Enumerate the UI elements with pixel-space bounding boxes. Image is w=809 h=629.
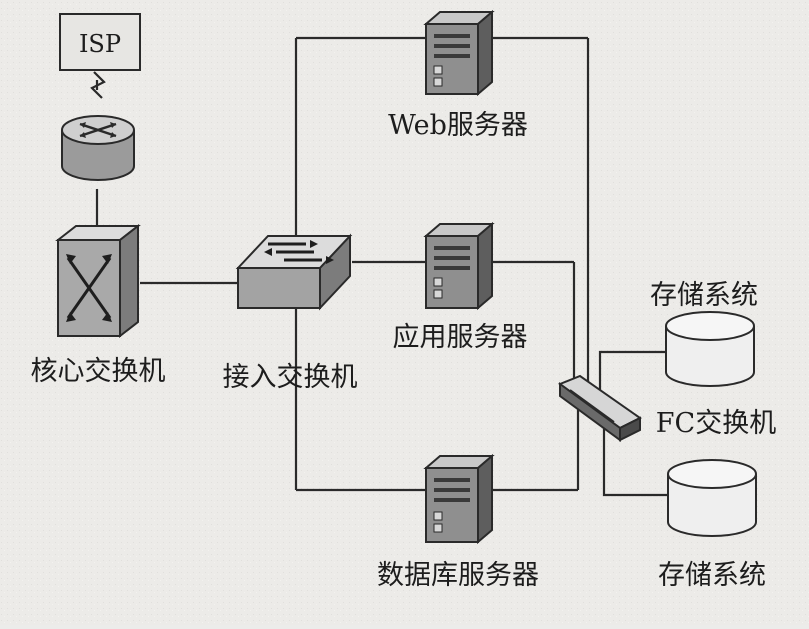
core-switch-icon <box>55 223 141 339</box>
app-server-icon <box>423 221 495 311</box>
storage-bottom-label: 存储系统 <box>658 560 766 591</box>
fc-to-storage-bottom-line <box>602 412 670 497</box>
fc-switch-icon <box>557 374 642 442</box>
storage-top-icon <box>665 311 755 387</box>
access-switch-label: 接入交换机 <box>223 362 358 393</box>
web-server-label: Web服务器 <box>388 110 528 141</box>
web-server-icon <box>423 9 495 97</box>
storage-top-label: 存储系统 <box>650 280 758 311</box>
wan-lightning-icon <box>90 71 106 99</box>
access-switch-icon <box>235 233 353 311</box>
fc-to-storage-top-line <box>598 350 667 392</box>
app-server-label: 应用服务器 <box>393 322 528 353</box>
db-server-label: 数据库服务器 <box>377 560 539 591</box>
isp-box: ISP <box>59 13 141 71</box>
isp-label: ISP <box>79 30 121 58</box>
db-server-icon <box>423 453 495 545</box>
connection-lines <box>95 36 670 497</box>
storage-bottom-icon <box>667 459 757 537</box>
router-icon <box>61 115 135 181</box>
fc-switch-label: FC交换机 <box>656 408 776 439</box>
core-switch-label: 核心交换机 <box>31 356 166 387</box>
